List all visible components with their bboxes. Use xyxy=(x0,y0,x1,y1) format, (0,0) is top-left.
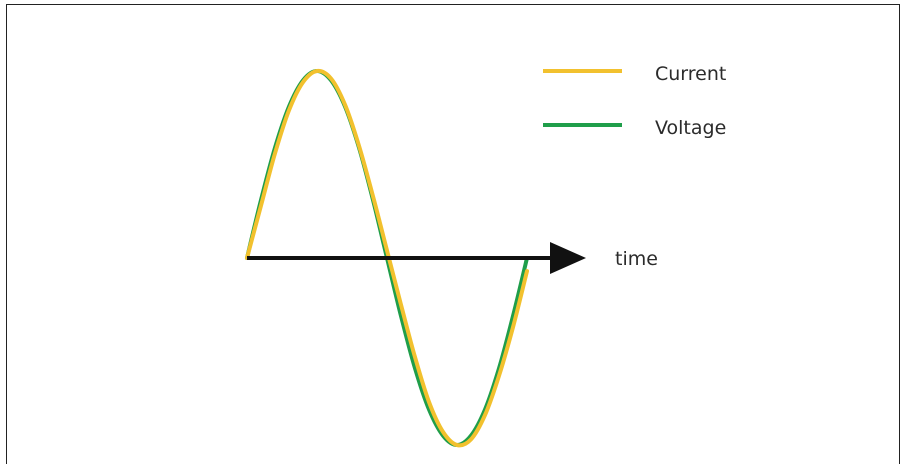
series-line-current xyxy=(245,68,529,448)
legend-label-voltage: Voltage xyxy=(655,117,726,139)
x-axis-label: time xyxy=(615,248,658,270)
legend-label-current: Current xyxy=(655,63,726,85)
legend: Current Voltage xyxy=(543,63,726,139)
chart-frame xyxy=(6,4,900,464)
